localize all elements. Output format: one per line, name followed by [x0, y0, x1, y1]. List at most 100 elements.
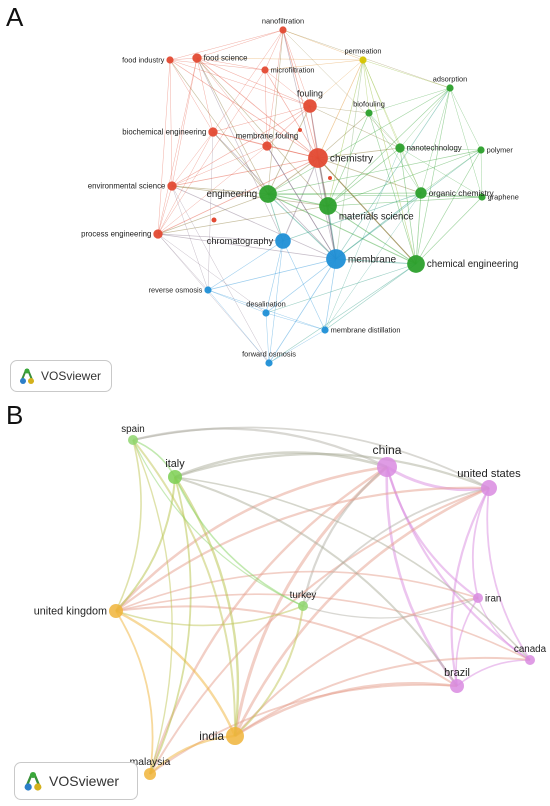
label-permeation: permeation — [345, 46, 382, 55]
edge-chemistry-nanofiltration — [282, 29, 319, 159]
node-permeation[interactable] — [359, 56, 367, 64]
node-microfiltration[interactable] — [261, 66, 269, 74]
label-chemistry: chemistry — [330, 153, 374, 164]
node-unlabeled-0[interactable] — [211, 217, 217, 223]
node-membrane_distillation[interactable] — [321, 326, 329, 334]
edge-united_kingdom-italy — [115, 476, 176, 612]
node-united_states[interactable] — [481, 480, 497, 496]
edge-iran-united_kingdom — [115, 570, 479, 612]
node-membrane[interactable] — [326, 249, 346, 269]
edge-united_states-canada — [486, 487, 531, 661]
edge-united_states-spain — [132, 426, 490, 489]
edge-canada-india — [234, 656, 531, 737]
edge-engineering-materials_science — [267, 193, 329, 207]
edge-organic_chemistry-chromatography — [282, 192, 422, 242]
node-chromatography[interactable] — [275, 233, 291, 249]
node-reverse_osmosis[interactable] — [204, 286, 212, 294]
edge-biofouling-organic_chemistry — [368, 112, 422, 194]
node-india[interactable] — [226, 727, 244, 745]
node-chemical_engineering[interactable] — [407, 255, 425, 273]
node-united_kingdom[interactable] — [109, 604, 123, 618]
edge-food_science-fouling — [196, 57, 311, 107]
panel-b-letter: B — [6, 400, 24, 430]
node-nanotechnology[interactable] — [395, 143, 405, 153]
label-food_science: food science — [204, 54, 248, 63]
node-unlabeled-2[interactable] — [298, 128, 302, 132]
node-unlabeled-1[interactable] — [328, 176, 332, 180]
edge-italy-turkey — [174, 476, 304, 607]
edge-engineering-biochemical_engineering — [212, 131, 269, 195]
edge-chemistry-food_science — [196, 57, 319, 159]
panel-a-letter: A — [6, 2, 24, 32]
node-china[interactable] — [377, 457, 397, 477]
label-graphene: graphene — [488, 192, 519, 201]
edge-membrane-forward_osmosis — [268, 258, 337, 364]
node-biofouling[interactable] — [365, 109, 373, 117]
node-materials_science[interactable] — [319, 197, 337, 215]
edge-food_science-environmental_science — [171, 57, 198, 187]
label-membrane: membrane — [348, 254, 397, 265]
edge-turkey-iran — [302, 597, 479, 619]
edge-chemical_engineering-forward_osmosis — [268, 263, 417, 364]
node-fouling[interactable] — [303, 99, 317, 113]
edge-food_industry-biochemical_engineering — [169, 59, 214, 133]
node-biochemical_engineering[interactable] — [208, 127, 218, 137]
node-membrane_fouling[interactable] — [262, 141, 272, 151]
edge-permeation-adsorption — [362, 59, 451, 89]
label-forward_osmosis: forward osmosis — [242, 349, 296, 358]
label-adsorption: adsorption — [433, 74, 468, 83]
label-microfiltration: microfiltration — [271, 65, 315, 74]
node-chemistry[interactable] — [308, 148, 328, 168]
label-chromatography: chromatography — [207, 236, 274, 246]
edge-engineering-food_industry — [169, 59, 269, 195]
edge-china-united_kingdom — [115, 465, 388, 612]
label-biofouling: biofouling — [353, 99, 385, 108]
edge-chemistry-microfiltration — [264, 69, 319, 159]
node-graphene[interactable] — [478, 193, 486, 201]
node-engineering[interactable] — [259, 185, 277, 203]
node-environmental_science[interactable] — [167, 181, 177, 191]
edge-materials_science-biofouling — [327, 112, 370, 207]
edge-polymer-graphene — [480, 149, 483, 198]
edge-desalination-forward_osmosis — [265, 312, 270, 364]
edge-materials_science-environmental_science — [171, 185, 329, 207]
edge-microfiltration-permeation — [264, 59, 364, 71]
edge-china-united_states — [386, 465, 490, 492]
edge-membrane_distillation-organic_chemistry — [324, 192, 422, 331]
node-italy[interactable] — [168, 470, 182, 484]
edge-chemistry-permeation — [317, 59, 364, 159]
node-desalination[interactable] — [262, 309, 270, 317]
node-canada[interactable] — [525, 655, 535, 665]
edge-materials_science-process_engineering — [157, 205, 329, 235]
edge-chemistry-environmental_science — [171, 157, 319, 187]
edge-nanofiltration-nanotechnology — [282, 29, 401, 149]
node-iran[interactable] — [473, 593, 483, 603]
node-malaysia[interactable] — [144, 768, 156, 780]
edge-india-turkey — [234, 605, 304, 737]
edge-materials_science-adsorption — [327, 87, 451, 207]
label-italy: italy — [165, 458, 185, 470]
edge-adsorption-nanotechnology — [399, 87, 451, 149]
node-organic_chemistry[interactable] — [415, 187, 427, 199]
node-food_industry[interactable] — [166, 56, 174, 64]
edge-membrane-environmental_science — [171, 185, 337, 260]
edge-nanofiltration-adsorption — [282, 29, 451, 89]
node-food_science[interactable] — [192, 53, 202, 63]
edge-polymer-nanotechnology — [399, 147, 482, 151]
node-process_engineering[interactable] — [153, 229, 163, 239]
edge-brazil-malaysia — [149, 683, 458, 775]
edge-permeation-nanotechnology — [362, 59, 401, 149]
edge-membrane-fouling — [309, 105, 337, 260]
node-forward_osmosis[interactable] — [265, 359, 273, 367]
node-brazil[interactable] — [450, 679, 464, 693]
edge-polymer-organic_chemistry — [420, 149, 482, 194]
edge-membrane-desalination — [265, 258, 337, 314]
node-adsorption[interactable] — [446, 84, 454, 92]
node-polymer[interactable] — [477, 146, 485, 154]
label-brazil: brazil — [444, 667, 470, 679]
edge-nanofiltration-fouling — [282, 29, 311, 107]
node-spain[interactable] — [128, 435, 138, 445]
edge-canada-italy — [174, 476, 531, 661]
node-nanofiltration[interactable] — [279, 26, 287, 34]
node-turkey[interactable] — [298, 601, 308, 611]
